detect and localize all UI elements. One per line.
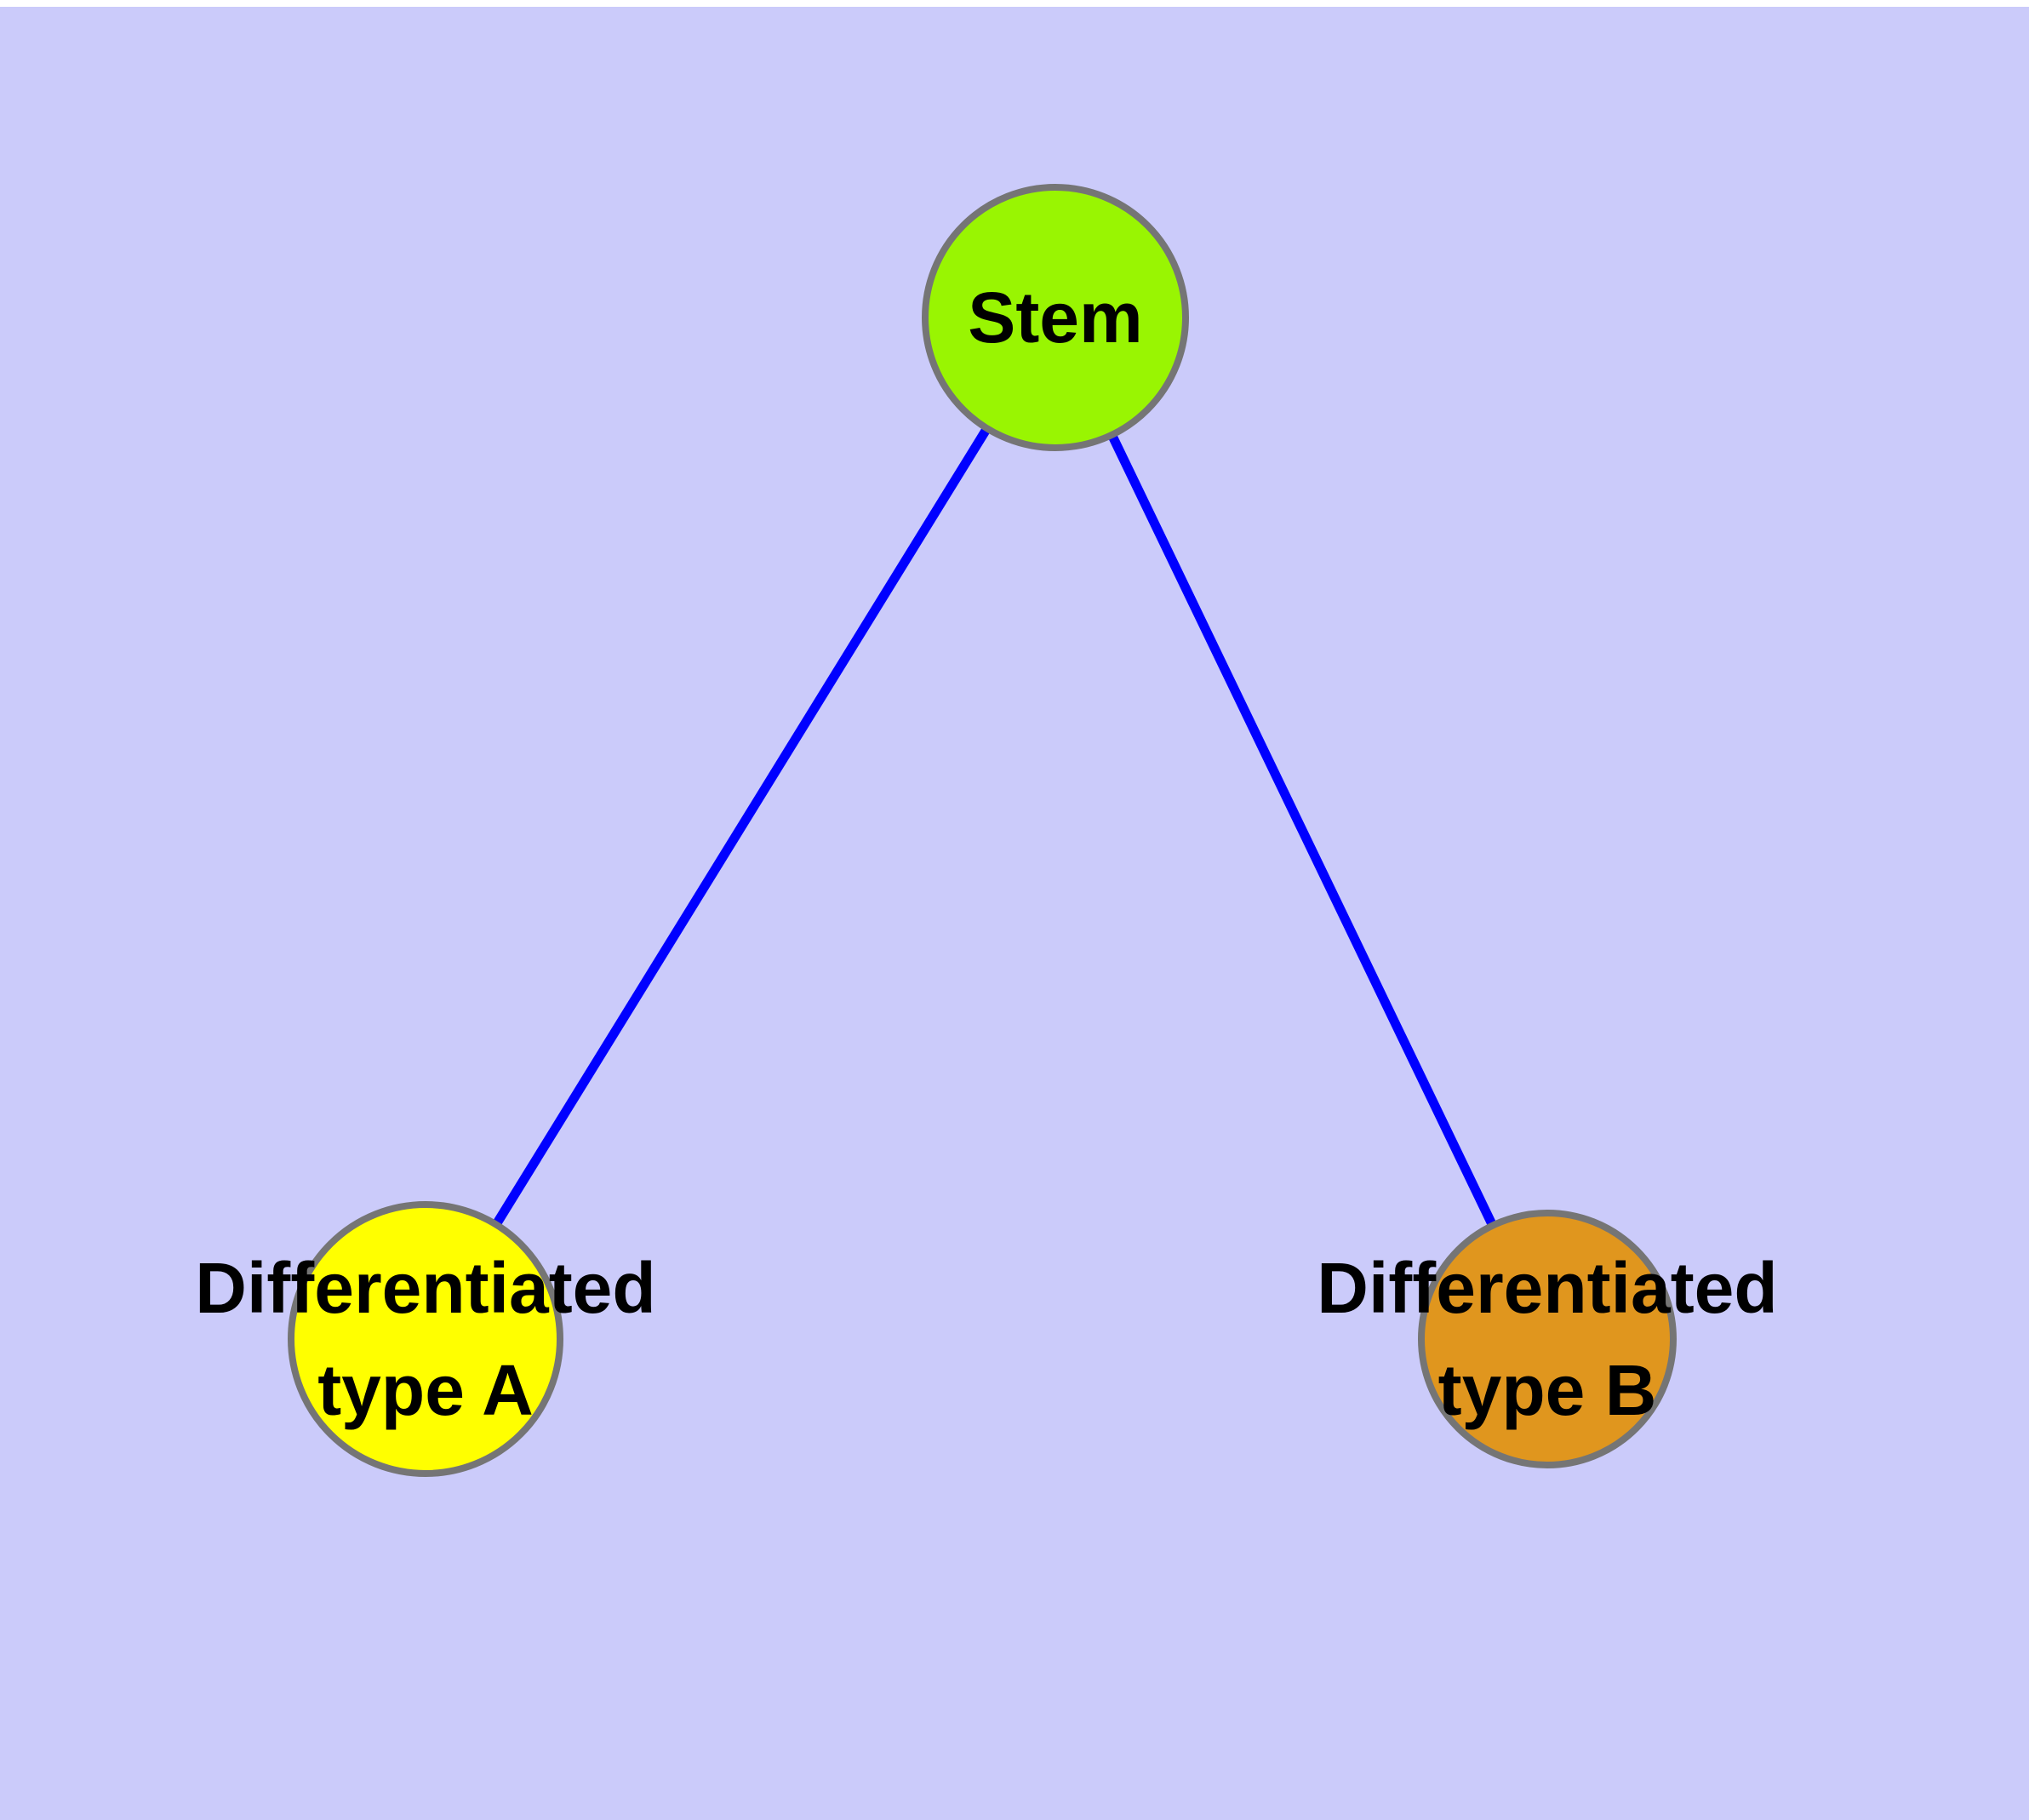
node-label-differentiated-type-b: Differentiated type B <box>1317 1237 1777 1441</box>
page-top-edge <box>0 0 2029 7</box>
edge-stem-to-type-a <box>421 315 1060 1342</box>
node-label-type-a-line-1: Differentiated <box>195 1248 656 1328</box>
node-label-type-b-line-1: Differentiated <box>1317 1248 1778 1328</box>
node-differentiated-type-b <box>1418 1210 1677 1468</box>
node-label-type-b-line-2: type B <box>1437 1350 1657 1430</box>
node-label-stem-text: Stem <box>968 278 1143 358</box>
node-stem <box>922 184 1189 451</box>
node-label-differentiated-type-a: Differentiated type A <box>195 1237 655 1441</box>
node-differentiated-type-a <box>288 1201 563 1477</box>
edge-stem-to-type-b <box>1051 315 1552 1342</box>
node-label-stem: Stem <box>968 266 1142 369</box>
node-label-type-a-line-2: type A <box>317 1350 534 1430</box>
